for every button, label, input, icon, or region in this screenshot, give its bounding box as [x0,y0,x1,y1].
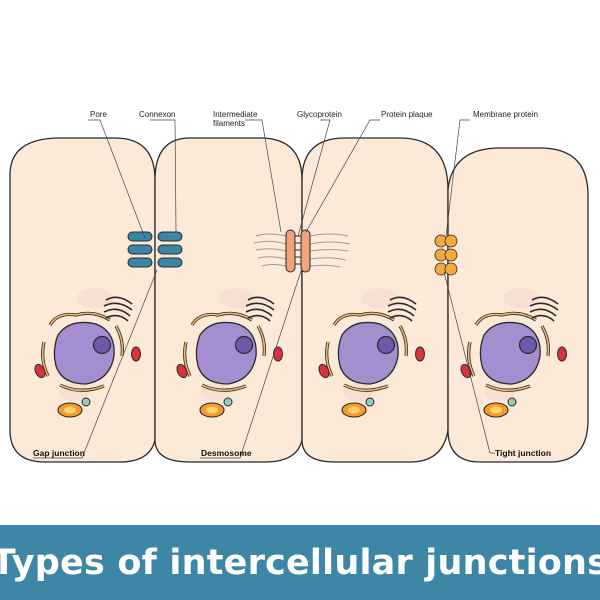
label-gap-junction: Gap junction [33,448,85,458]
gap-junction [127,231,183,268]
protein-plaque-left [285,229,296,273]
tight-junction [434,234,458,276]
label-intermediate-filaments-1: Intermediate [213,110,258,119]
title-banner: Types of intercellular junctions [0,525,600,600]
protein-plaque-right [300,229,311,273]
cell-3 [301,137,449,463]
label-connexon: Connexon [139,110,175,119]
label-intermediate-filaments-2: filaments [213,119,245,128]
label-protein-plaque: Protein plaque [381,110,433,119]
cell-4 [447,147,589,463]
page-title: Types of intercellular junctions [0,542,600,583]
leader-lines [33,119,495,459]
cell-1 [9,137,156,463]
cell-2 [154,137,303,463]
label-membrane-protein: Membrane protein [473,110,538,119]
connexon [127,231,183,242]
label-tight-junction: Tight junction [495,448,551,458]
connexon [127,257,183,268]
label-desmosome: Desmosome [201,448,252,458]
label-pore: Pore [90,110,107,119]
label-glycoprotein: Glycoprotein [297,110,342,119]
junctions-diagram: Pore Connexon Intermediate filaments Gly… [9,110,589,463]
desmosome [253,229,351,273]
connexon [127,244,183,255]
